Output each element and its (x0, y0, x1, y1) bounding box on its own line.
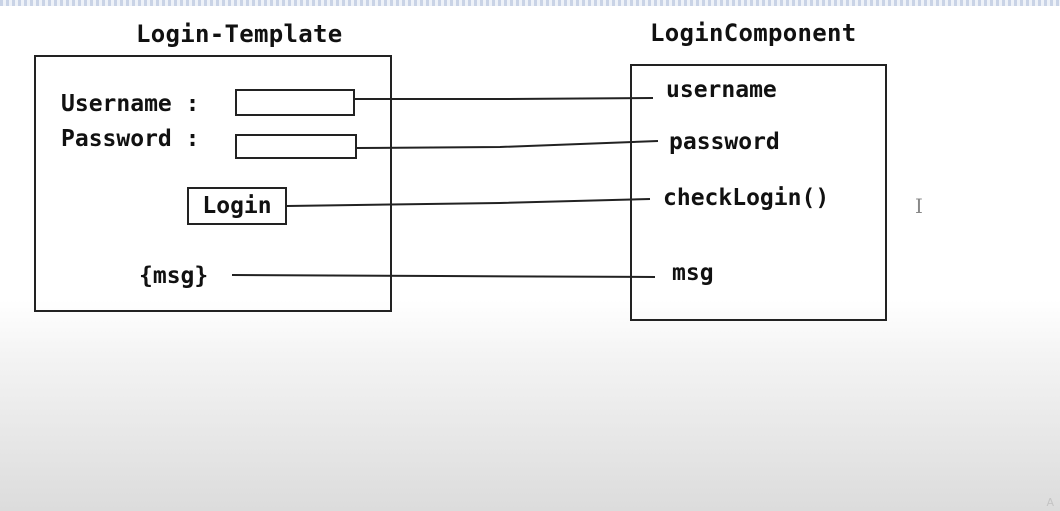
connector-username (355, 97, 654, 100)
corner-mark-icon: A (1046, 496, 1054, 509)
member-checklogin: checkLogin() (663, 185, 830, 211)
connector-password (356, 140, 659, 149)
login-component-box (630, 64, 887, 321)
msg-binding: {msg} (139, 263, 209, 289)
top-border-strip (0, 0, 1060, 6)
username-input[interactable] (235, 89, 355, 116)
password-input[interactable] (235, 134, 357, 159)
login-template-title: Login-Template (136, 20, 343, 48)
text-cursor-icon: I (915, 194, 923, 218)
member-password: password (669, 129, 780, 155)
login-button[interactable]: Login (187, 187, 287, 225)
member-username: username (666, 77, 777, 103)
member-msg: msg (672, 260, 714, 286)
login-component-title: LoginComponent (650, 19, 857, 47)
login-template-box (34, 55, 392, 312)
password-label: Password : (61, 126, 200, 152)
username-label: Username : (61, 91, 200, 117)
